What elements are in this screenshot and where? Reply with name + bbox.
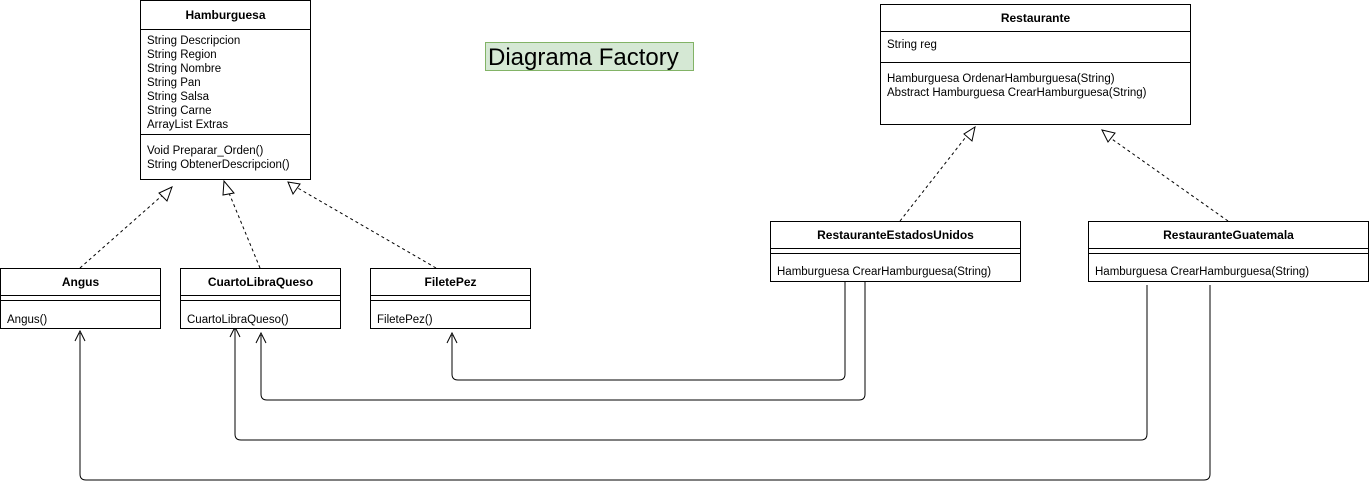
attribute: String Pan xyxy=(147,77,201,89)
empty-attributes-section xyxy=(371,296,530,301)
empty-attributes-section xyxy=(181,296,340,301)
method: Hamburguesa OrdenarHamburguesa(String) xyxy=(887,73,1115,85)
attribute: String reg xyxy=(887,39,937,51)
assoc-edge-restgt-cuarto xyxy=(234,285,1148,441)
inherit-arrowhead-angus xyxy=(158,186,173,202)
assoc-edge-restgt-angus xyxy=(79,285,1211,481)
attribute: ArrayList Extras xyxy=(147,119,229,131)
methods-section: CuartoLibraQueso() xyxy=(181,301,340,327)
attribute: String Region xyxy=(147,49,217,61)
inherit-arrowhead-cuarto xyxy=(222,179,235,196)
assoc-arrowhead-angus xyxy=(74,329,86,342)
inherit-arrowhead-filete xyxy=(287,181,301,196)
attributes-section: String reg xyxy=(881,32,1190,62)
methods-section: Hamburguesa OrdenarHamburguesa(String) A… xyxy=(881,62,1190,100)
empty-attributes-section xyxy=(1,296,160,301)
assoc-arrowhead-filete xyxy=(446,331,458,344)
methods-section: Hamburguesa CrearHamburguesa(String) xyxy=(1089,254,1368,279)
attribute: String Nombre xyxy=(147,63,222,75)
method: CuartoLibraQueso() xyxy=(187,314,289,326)
inherit-edge-restgt-restaurante xyxy=(1108,136,1229,222)
assoc-edge-resteu-filete xyxy=(451,281,846,381)
diagram-title: Diagrama Factory xyxy=(485,42,694,71)
class-name: RestauranteGuatemala xyxy=(1089,222,1368,249)
methods-section: Angus() xyxy=(1,301,160,327)
class-name: Hamburguesa xyxy=(141,1,310,30)
class-cuarto-libra-queso[interactable]: CuartoLibraQueso CuartoLibraQueso() xyxy=(180,268,341,329)
inherit-edge-filete-hamburguesa xyxy=(295,186,437,269)
attributes-section: String Descripcion String Region String … xyxy=(141,30,310,134)
class-name: FiletePez xyxy=(371,269,530,296)
method: Abstract Hamburguesa CrearHamburguesa(St… xyxy=(887,87,1147,99)
methods-section: Hamburguesa CrearHamburguesa(String) xyxy=(771,254,1020,279)
attribute: String Descripcion xyxy=(147,35,241,47)
class-filete-pez[interactable]: FiletePez FiletePez() xyxy=(370,268,531,329)
assoc-edge-resteu-cuarto xyxy=(260,281,866,401)
class-name: CuartoLibraQueso xyxy=(181,269,340,296)
class-name: Restaurante xyxy=(881,5,1190,32)
method: FiletePez() xyxy=(377,314,433,326)
class-restaurante-guatemala[interactable]: RestauranteGuatemala Hamburguesa CrearHa… xyxy=(1088,221,1369,282)
attribute: String Salsa xyxy=(147,91,210,103)
class-name: Angus xyxy=(1,269,160,296)
class-restaurante[interactable]: Restaurante String reg Hamburguesa Orden… xyxy=(880,4,1191,125)
empty-attributes-section xyxy=(771,249,1020,254)
inherit-arrowhead-resteu xyxy=(963,125,976,142)
methods-section: Void Preparar_Orden() String ObtenerDesc… xyxy=(141,134,310,172)
class-hamburguesa[interactable]: Hamburguesa String Descripcion String Re… xyxy=(140,0,311,180)
class-angus[interactable]: Angus Angus() xyxy=(0,268,161,329)
attribute: String Carne xyxy=(147,105,212,117)
method: Hamburguesa CrearHamburguesa(String) xyxy=(777,266,992,278)
inherit-arrowhead-restgt xyxy=(1101,129,1116,143)
class-restaurante-estados-unidos[interactable]: RestauranteEstadosUnidos Hamburguesa Cre… xyxy=(770,221,1021,282)
inherit-edge-resteu-restaurante xyxy=(899,132,970,222)
class-name: RestauranteEstadosUnidos xyxy=(771,222,1020,249)
assoc-arrowhead-cuarto-eu xyxy=(255,331,267,344)
inherit-edge-angus-hamburguesa xyxy=(79,192,166,269)
inherit-edge-cuarto-hamburguesa xyxy=(228,192,261,269)
empty-attributes-section xyxy=(1089,249,1368,254)
method: String ObtenerDescripcion() xyxy=(147,159,290,171)
method: Hamburguesa CrearHamburguesa(String) xyxy=(1095,266,1310,278)
methods-section: FiletePez() xyxy=(371,301,530,327)
method: Angus() xyxy=(7,314,48,326)
method: Void Preparar_Orden() xyxy=(147,145,264,157)
